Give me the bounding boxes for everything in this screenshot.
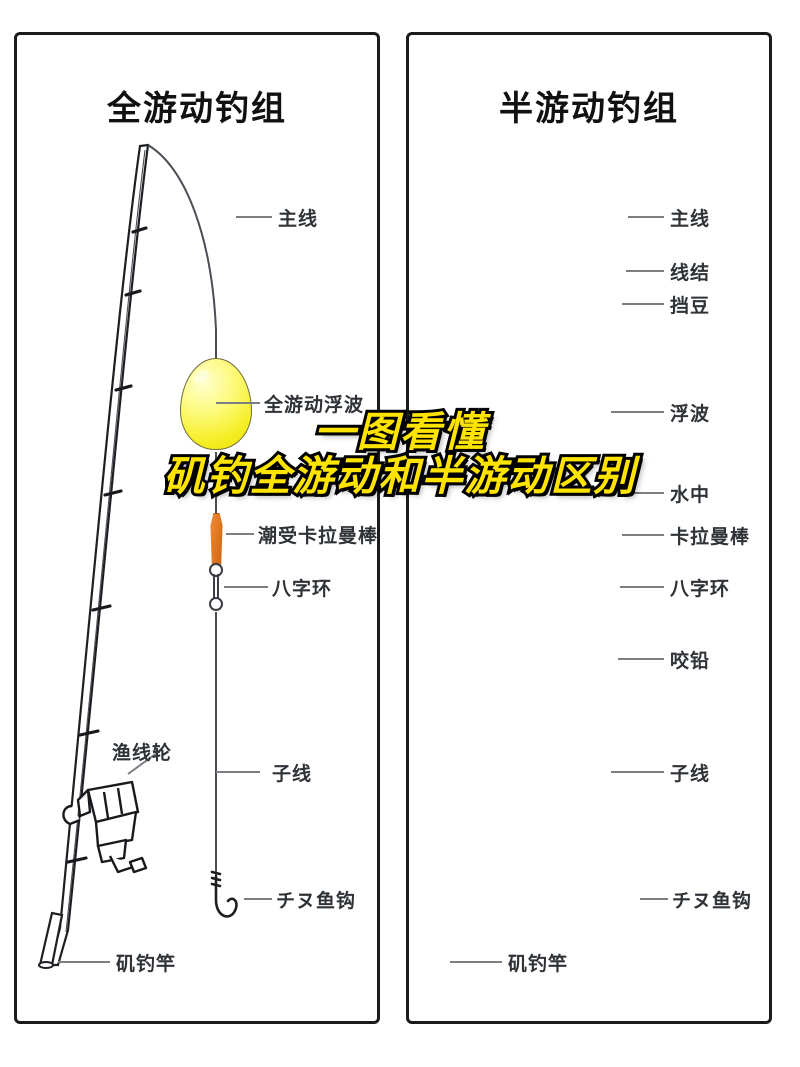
leader-left-karaman [226,533,254,535]
leader-left-swivel [224,586,268,588]
full-drift-float [180,358,252,450]
label-split-shot: 咬铅 [670,650,711,672]
label-karaman-rod-left: 潮受卡拉曼棒 [258,525,379,547]
leader-right-karaman [622,534,664,536]
label-float-right: 浮波 [670,403,711,425]
leader-right-bead [622,303,664,305]
label-reel-left: 渔线轮 [112,742,173,764]
leader-right-swivel [620,586,664,588]
leader-left-main-line [236,216,272,218]
leader-left-hook [244,898,272,900]
label-rock-rod-left: 矶钓竿 [116,953,177,975]
label-karaman-rod-right: 卡拉曼棒 [670,526,751,548]
leader-left-leader-line [216,771,260,773]
label-hook-right: チヌ鱼钩 [672,890,753,912]
leader-right-knot [626,270,664,272]
label-line-knot: 线结 [670,262,711,284]
leader-right-main-line [628,216,664,218]
label-stopper-bead: 挡豆 [670,295,711,317]
label-main-line-left: 主线 [278,208,319,230]
label-swivel-right: 八字环 [670,578,731,600]
label-swivel-left: 八字环 [272,578,333,600]
label-leader-line-right: 子线 [670,763,711,785]
leader-right-hook [640,898,668,900]
panel-title-left: 全游动钓组 [107,89,287,129]
label-main-line-right: 主线 [670,208,711,230]
leader-left-rod [58,961,110,963]
swivel-left [208,563,224,611]
label-rock-rod-right: 矶钓竿 [508,953,569,975]
leader-right-split-shot [618,658,664,660]
leader-right-float [611,411,664,413]
label-full-drift-float: 全游动浮波 [264,394,365,416]
panel-title-right: 半游动钓组 [499,89,679,129]
panel-semi-drift-rig: 半游动钓组 [406,32,772,1024]
label-leader-line-left: 子线 [272,763,313,785]
leader-right-leader-line [611,771,664,773]
leader-right-underwater [620,492,664,494]
label-underwater: 水中 [670,484,711,506]
label-hook-left: チヌ鱼钩 [276,890,357,912]
leader-right-rod [450,961,502,963]
leader-left-float [216,402,260,404]
